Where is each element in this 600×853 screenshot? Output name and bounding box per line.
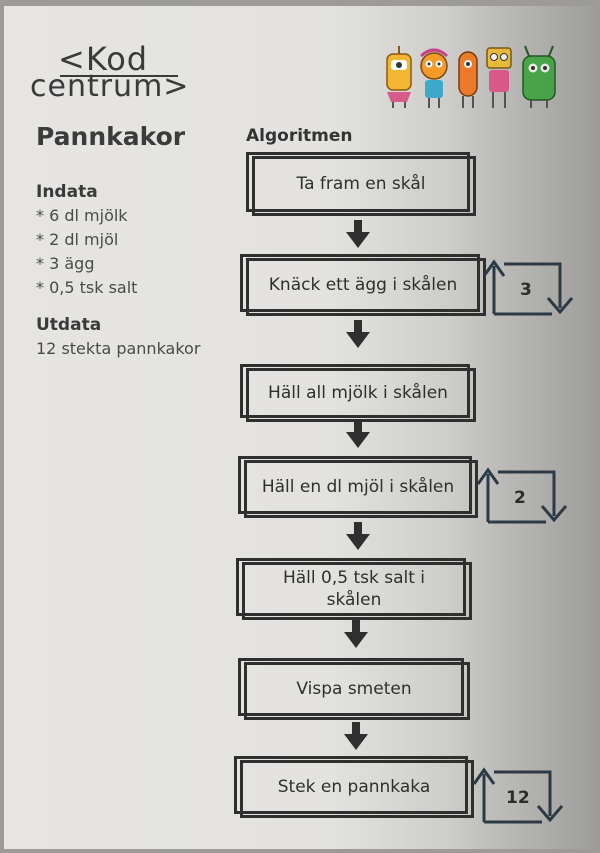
input-item: * 0,5 tsk salt: [36, 278, 138, 297]
output-item: 12 stekta pannkakor: [36, 339, 201, 358]
step-label: Häll en dl mjöl i skålen: [261, 477, 455, 497]
repeat-loop-icon: [476, 467, 568, 524]
robot-orange-icon: [458, 51, 478, 108]
robot-yellow-icon: [386, 46, 412, 108]
robot-pink-icon: [486, 47, 512, 108]
step-label: Ta fram en skål: [296, 174, 426, 194]
step-box: Häll 0,5 tsk salt i skålen: [236, 558, 472, 620]
input-item: * 3 ägg: [36, 254, 95, 273]
arrow-down-icon: [346, 522, 370, 550]
robot-green-icon: [522, 45, 556, 108]
input-heading: Indata: [36, 182, 98, 202]
repeat-count: 3: [520, 280, 532, 300]
input-item: * 2 dl mjöl: [36, 230, 119, 249]
step-label: Knäck ett ägg i skålen: [268, 275, 458, 295]
step-box: Stek en pannkaka: [234, 756, 474, 818]
arrow-down-icon: [346, 320, 370, 348]
output-heading: Utdata: [36, 315, 102, 335]
arrow-down-icon: [346, 220, 370, 248]
logo-line1: <Kod: [58, 40, 149, 78]
arrow-down-icon: [344, 722, 368, 750]
kodcentrum-logo: <Kod centrum>: [30, 42, 190, 112]
repeat-count: 12: [506, 788, 530, 808]
recipe-card: <Kod centrum>: [4, 6, 596, 849]
step-box: Ta fram en skål: [246, 152, 476, 216]
step-box: Häll en dl mjöl i skålen: [238, 456, 478, 518]
logo-line2: centrum>: [30, 69, 190, 104]
robots-illustration: [386, 45, 556, 108]
repeat-loop-icon: [472, 767, 564, 824]
repeat-count: 2: [514, 488, 526, 508]
step-label: Häll 0,5 tsk salt i skålen: [282, 568, 426, 610]
step-box: Häll all mjölk i skålen: [240, 364, 476, 422]
repeat-loop-icon: [482, 259, 574, 316]
arrow-down-icon: [346, 420, 370, 448]
page-title: Pannkakor: [36, 122, 186, 151]
logo-underline: [60, 75, 178, 77]
step-box: Knäck ett ägg i skålen: [240, 254, 486, 316]
arrow-down-icon: [344, 620, 368, 648]
step-label: Stek en pannkaka: [277, 777, 431, 797]
step-label: Häll all mjölk i skålen: [268, 383, 448, 403]
step-box: Vispa smeten: [238, 658, 470, 720]
algorithm-title: Algoritmen: [246, 126, 353, 146]
input-item: * 6 dl mjölk: [36, 206, 128, 225]
step-label: Vispa smeten: [296, 679, 412, 699]
robot-girl-icon: [419, 48, 449, 108]
